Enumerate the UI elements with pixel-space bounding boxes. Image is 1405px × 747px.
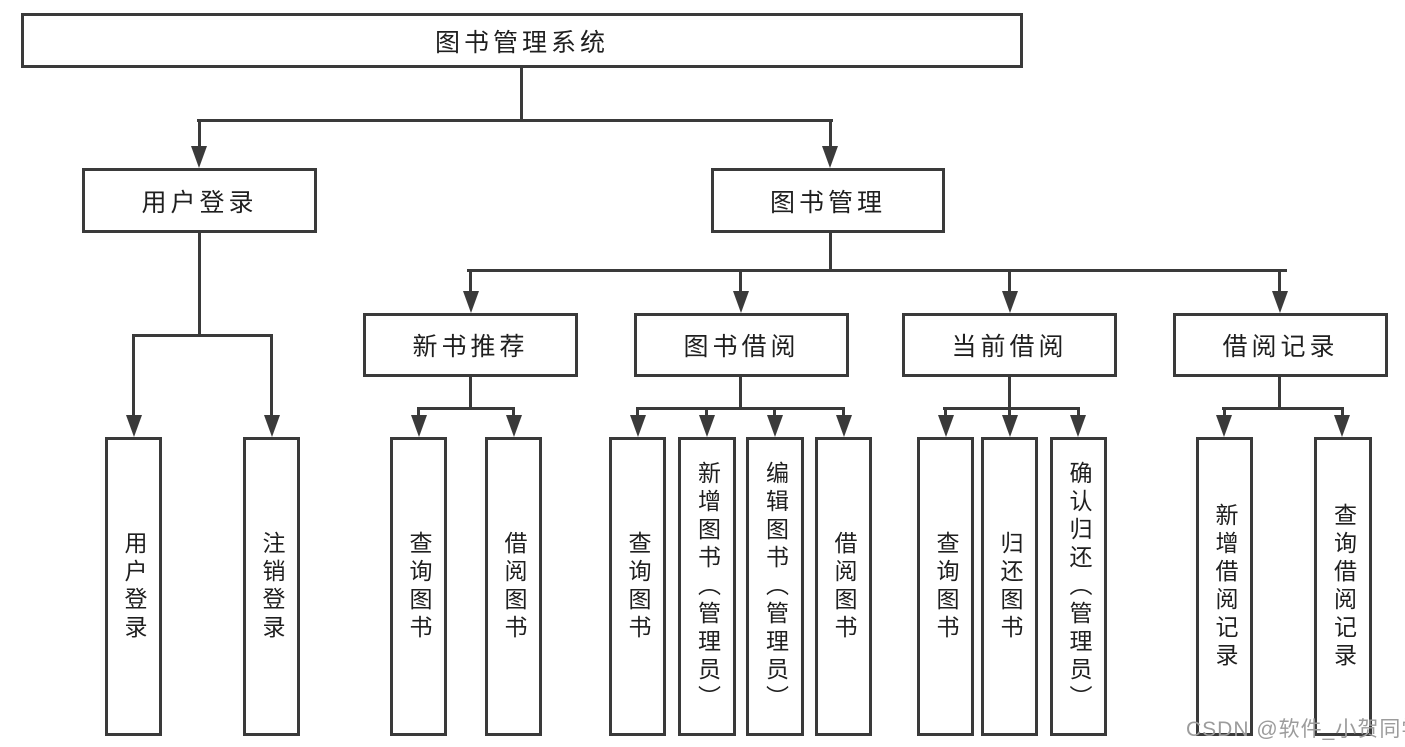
leaf-edit-books-admin: 编辑图书（管理员）: [746, 437, 804, 736]
arrow-down-icon: [1002, 415, 1018, 437]
leaf-confirm-return-admin: 确认归还（管理员）: [1050, 437, 1107, 736]
node-book-management: 图书管理: [711, 168, 945, 233]
connector-line: [1008, 375, 1011, 409]
arrow-down-icon: [1070, 415, 1086, 437]
connector-line: [198, 231, 201, 336]
arrow-down-icon: [411, 415, 427, 437]
leaf-query-books-3: 查询图书: [917, 437, 974, 736]
leaf-add-books-admin: 新增图书（管理员）: [678, 437, 736, 736]
connector-line: [270, 336, 273, 417]
connector-line: [943, 407, 1080, 410]
leaf-borrow-books-1: 借阅图书: [485, 437, 542, 736]
connector-line: [773, 407, 776, 417]
leaf-borrow-books-2: 借阅图书: [815, 437, 872, 736]
node-root: 图书管理系统: [21, 13, 1023, 68]
connector-line: [1278, 375, 1281, 409]
connector-line: [469, 375, 472, 409]
arrow-down-icon: [1272, 291, 1288, 313]
connector-line: [842, 407, 845, 417]
connector-line: [467, 269, 1287, 272]
leaf-add-borrow-record: 新增借阅记录: [1196, 437, 1253, 736]
connector-line: [1223, 407, 1226, 417]
connector-line: [197, 119, 833, 122]
arrow-down-icon: [1216, 415, 1232, 437]
leaf-user-login: 用户登录: [105, 437, 162, 736]
connector-line: [636, 407, 639, 417]
connector-line: [1008, 407, 1011, 417]
leaf-query-borrow-record: 查询借阅记录: [1314, 437, 1372, 736]
connector-line: [739, 270, 742, 293]
arrow-down-icon: [1334, 415, 1350, 437]
node-borrow-records: 借阅记录: [1173, 313, 1388, 377]
node-new-book-recommend: 新书推荐: [363, 313, 578, 377]
leaf-return-books: 归还图书: [981, 437, 1038, 736]
arrow-down-icon: [699, 415, 715, 437]
arrow-down-icon: [822, 146, 838, 168]
arrow-down-icon: [733, 291, 749, 313]
arrow-down-icon: [264, 415, 280, 437]
connector-line: [739, 375, 742, 409]
leaf-logout: 注销登录: [243, 437, 300, 736]
connector-line: [1341, 407, 1344, 417]
node-book-borrow: 图书借阅: [634, 313, 849, 377]
watermark-text: CSDN @软件_小贺同学: [1186, 718, 1405, 741]
arrow-down-icon: [191, 146, 207, 168]
connector-line: [944, 407, 947, 417]
connector-line: [636, 407, 845, 410]
arrow-down-icon: [767, 415, 783, 437]
connector-line: [512, 407, 515, 417]
connector-line: [469, 270, 472, 293]
leaf-query-books-1: 查询图书: [390, 437, 447, 736]
arrow-down-icon: [938, 415, 954, 437]
arrow-down-icon: [506, 415, 522, 437]
connector-line: [1278, 270, 1281, 293]
connector-line: [829, 120, 832, 148]
arrow-down-icon: [1002, 291, 1018, 313]
connector-line: [829, 231, 832, 272]
connector-line: [132, 336, 135, 417]
arrow-down-icon: [836, 415, 852, 437]
arrow-down-icon: [126, 415, 142, 437]
arrow-down-icon: [630, 415, 646, 437]
leaf-query-books-2: 查询图书: [609, 437, 666, 736]
connector-line: [417, 407, 420, 417]
connector-line: [1222, 407, 1344, 410]
arrow-down-icon: [463, 291, 479, 313]
connector-line: [1077, 407, 1080, 417]
node-user-login: 用户登录: [82, 168, 317, 233]
connector-line: [198, 120, 201, 148]
connector-line: [705, 407, 708, 417]
connector-line: [132, 334, 273, 337]
node-current-borrow: 当前借阅: [902, 313, 1117, 377]
connector-line: [520, 66, 523, 122]
connector-line: [417, 407, 515, 410]
connector-line: [1008, 270, 1011, 293]
